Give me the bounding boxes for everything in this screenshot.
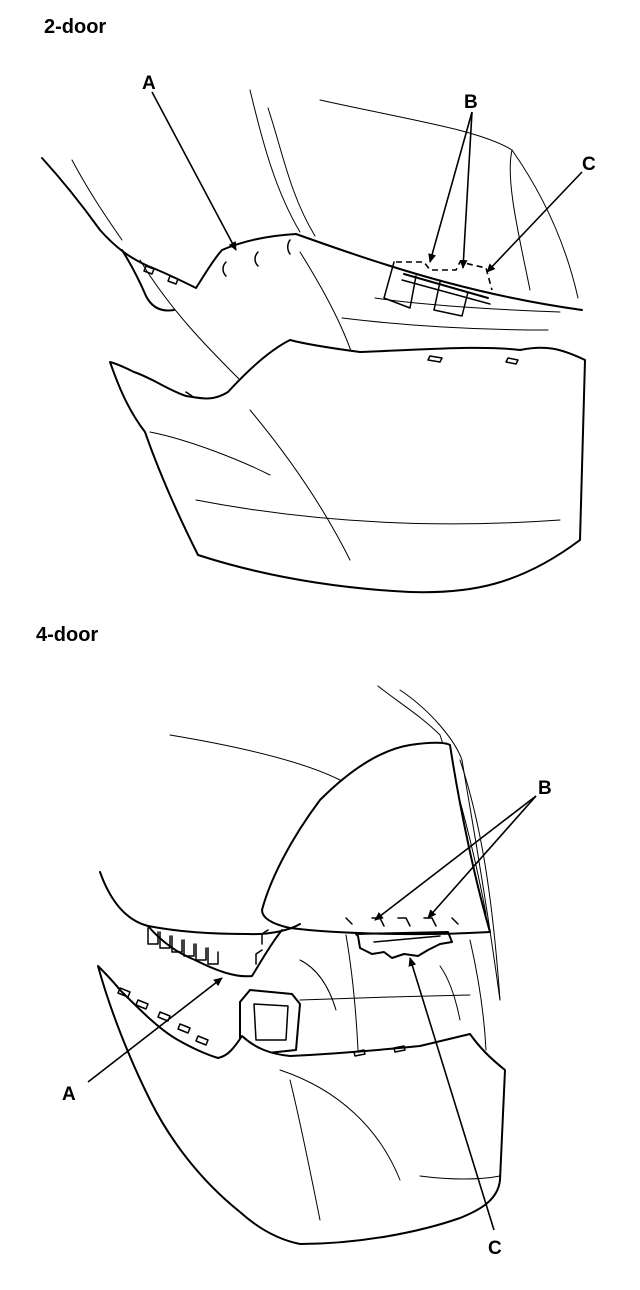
callout-a-2door: A [142,73,156,94]
clip-bracket-2door [383,261,493,317]
callout-b-2door: B [464,92,478,113]
bumper-cover-2door [109,339,586,594]
bumper-cover-4door [97,965,506,1245]
illustration-2door: A B C [41,73,596,594]
illustration-4door: A B C [62,685,552,1259]
callout-c-4door: C [488,1238,502,1259]
callout-pointers-2door [151,91,583,273]
diagram-title-2door: 2-door [44,16,107,38]
callout-c-2door: C [582,154,596,175]
body-outline-2door [71,89,579,381]
callout-a-4door: A [62,1084,76,1105]
body-outline-4door [169,685,501,1051]
diagram-title-4door: 4-door [36,624,99,646]
bracket-4door [355,931,453,959]
body-panel-4door [99,741,491,978]
body-panel-2door [41,157,583,312]
callout-pointers-4door [87,795,537,1231]
callout-b-4door: B [538,778,552,799]
